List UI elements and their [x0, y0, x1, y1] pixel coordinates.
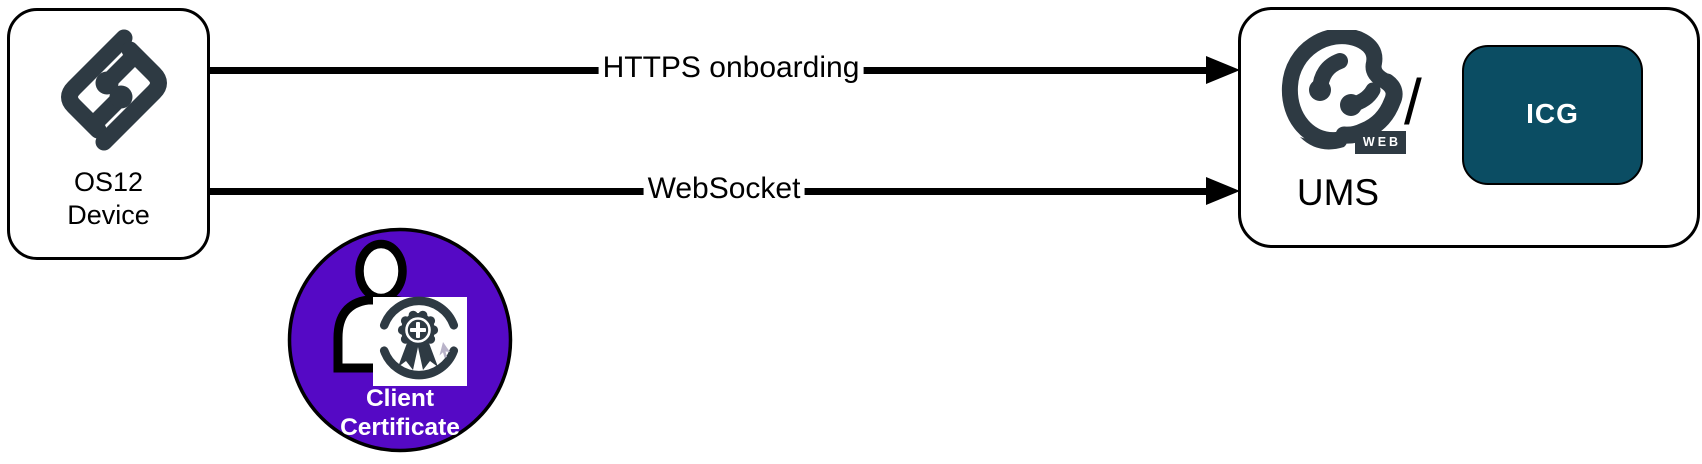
weblogo-dot-1	[1309, 79, 1331, 101]
ums-label: UMS	[1296, 172, 1380, 213]
device-label: OS12 Device	[7, 166, 210, 232]
certificate-label: Client Certificate	[286, 385, 514, 442]
device-label-line1: OS12	[73, 167, 144, 197]
https-arrow-label: HTTPS onboarding	[598, 50, 864, 86]
device-label-line2: Device	[67, 200, 150, 230]
icg-box: ICG	[1462, 45, 1643, 185]
slash-separator: /	[1404, 66, 1422, 138]
weblogo-outer-curve	[1281, 30, 1366, 149]
seal-inner-ring	[405, 317, 431, 343]
logo-right-bracket	[95, 41, 167, 151]
person-head	[355, 239, 407, 303]
https-arrowhead-icon	[1206, 56, 1240, 84]
logo-dot-2	[109, 85, 133, 109]
certificate-label-line1: Client	[365, 385, 435, 412]
certificate-label-line2: Certificate	[340, 413, 460, 441]
weblogo-wave	[1350, 31, 1395, 90]
logo-dot-1	[95, 71, 119, 95]
icg-label: ICG	[1526, 98, 1579, 129]
logo-left-bracket	[61, 29, 133, 139]
weblogo-dot-2	[1340, 94, 1362, 116]
igel-logo-icon	[61, 29, 167, 151]
weblogo-swoosh	[1300, 133, 1347, 150]
seal-ring	[379, 296, 459, 380]
websocket-arrowhead-icon	[1206, 177, 1240, 205]
web-badge: WEB	[1355, 131, 1406, 154]
seal-plus-icon	[410, 322, 426, 338]
igel-web-logo-icon	[1281, 30, 1403, 150]
seal-ribbons	[398, 343, 438, 370]
mouse-cursor-icon	[439, 342, 450, 358]
person-certificate-icon	[287, 227, 513, 453]
websocket-arrow-label: WebSocket	[643, 171, 805, 207]
weblogo-tail-curve	[1335, 73, 1403, 144]
